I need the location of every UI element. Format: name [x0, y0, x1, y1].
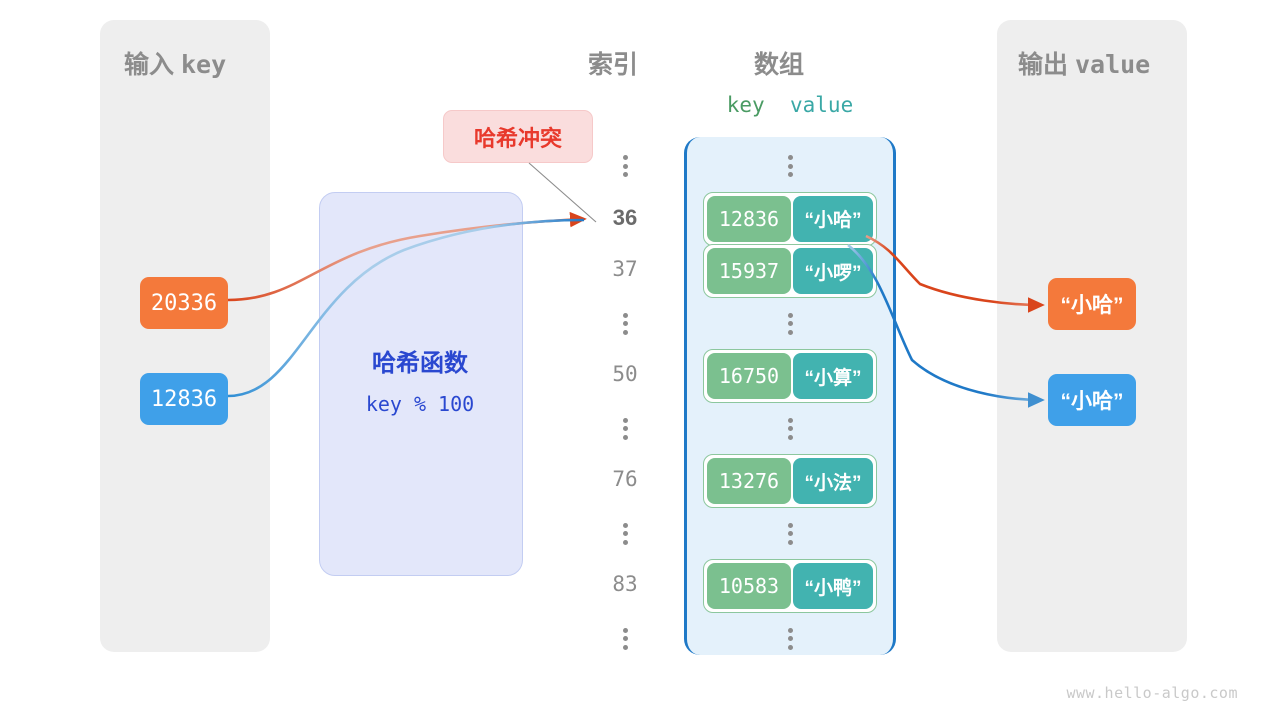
- array-index-50: 50: [612, 362, 638, 386]
- input-key-box-2: 12836: [140, 373, 228, 425]
- array-ellipsis: [783, 417, 797, 440]
- output-panel-title-cjk: 输出: [1018, 51, 1069, 79]
- input-panel-title-mono: key: [180, 50, 227, 79]
- bucket-key: 15937: [707, 248, 791, 294]
- index-ellipsis: [618, 627, 632, 650]
- array-bucket: 16750“小算”: [703, 349, 877, 403]
- output-panel-title-mono: value: [1074, 50, 1151, 79]
- array-column-header: 数组: [754, 51, 805, 79]
- index-ellipsis: [618, 155, 632, 177]
- array-index-76: 76: [612, 467, 638, 491]
- bucket-value: “小哈”: [792, 195, 873, 242]
- output-value-box-2: “小哈”: [1048, 374, 1136, 426]
- input-panel-title-cjk: 输入: [124, 51, 175, 79]
- bucket-value: “小鸭”: [792, 563, 873, 609]
- input-key-value-2: 12836: [150, 386, 218, 412]
- array-index-83: 83: [612, 572, 638, 596]
- array-ellipsis: [783, 155, 797, 177]
- bucket-value: “小啰”: [792, 248, 873, 294]
- hash-function-title: 哈希函数: [372, 350, 468, 377]
- input-panel-title: 输入 key: [124, 45, 226, 81]
- key-value-column-header: key value: [684, 93, 896, 117]
- hash-function-formula: key % 100: [365, 392, 475, 416]
- array-ellipsis: [783, 627, 797, 650]
- input-key-value-1: 20336: [150, 290, 218, 316]
- hash-function-box: [319, 192, 523, 576]
- array-ellipsis: [783, 312, 797, 335]
- input-key-box-1: 20336: [140, 277, 228, 329]
- output-value-text-2: “小哈”: [1060, 390, 1124, 413]
- output-panel-title: 输出 value: [1018, 45, 1150, 81]
- array-bucket: 15937“小啰”: [703, 244, 877, 298]
- index-column-header: 索引: [588, 51, 639, 79]
- array-index-36: 36: [612, 204, 638, 230]
- bucket-key: 10583: [707, 563, 791, 609]
- hash-collision-badge: 哈希冲突: [443, 110, 593, 163]
- output-value-text-1: “小哈”: [1060, 294, 1124, 317]
- value-column-label: value: [790, 93, 854, 117]
- array-index-37: 37: [612, 257, 638, 281]
- index-ellipsis: [618, 522, 632, 545]
- output-panel: [997, 20, 1187, 652]
- key-column-label: key: [726, 93, 765, 117]
- index-ellipsis: [618, 312, 632, 335]
- bucket-key: 16750: [707, 353, 791, 399]
- bucket-key: 13276: [707, 458, 791, 504]
- array-bucket: 13276“小法”: [703, 454, 877, 508]
- output-value-box-1: “小哈”: [1048, 278, 1136, 330]
- bucket-key: 12836: [707, 195, 791, 242]
- watermark: www.hello-algo.com: [1066, 684, 1238, 702]
- bucket-value: “小法”: [792, 458, 873, 504]
- bucket-value: “小算”: [792, 353, 873, 399]
- array-ellipsis: [783, 522, 797, 545]
- array-bucket: 12836“小哈”: [703, 191, 877, 246]
- input-panel: [100, 20, 270, 652]
- array-bucket: 10583“小鸭”: [703, 559, 877, 613]
- hash-collision-label: 哈希冲突: [473, 125, 562, 151]
- index-ellipsis: [618, 417, 632, 440]
